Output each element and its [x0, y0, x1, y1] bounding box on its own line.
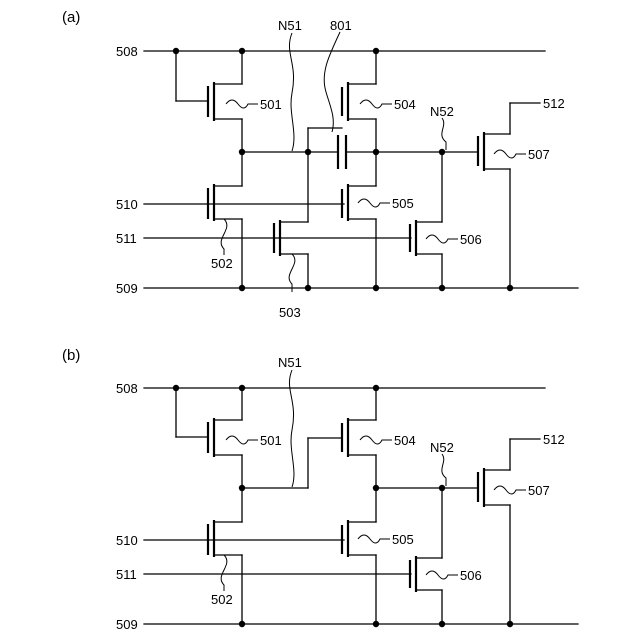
- leader-lines: [221, 370, 526, 591]
- label-511: 511: [116, 231, 137, 246]
- transistor-505: [342, 488, 376, 624]
- label-508: 508: [116, 381, 138, 396]
- label-505: 505: [392, 532, 414, 547]
- transistor-506: [410, 488, 442, 624]
- transistor-505: [342, 152, 376, 288]
- label-n51: N51: [278, 18, 302, 33]
- panel-a: (a): [62, 9, 578, 320]
- transistor-501: [176, 388, 242, 488]
- label-512: 512: [543, 432, 565, 447]
- label-504: 504: [394, 97, 416, 112]
- label-n52: N52: [430, 440, 454, 455]
- label-510: 510: [116, 533, 138, 548]
- label-507: 507: [528, 483, 550, 498]
- label-504: 504: [394, 433, 416, 448]
- capacitor-801: [338, 135, 376, 169]
- label-509: 509: [116, 281, 138, 296]
- transistor-504: [308, 51, 376, 152]
- transistor-501: [176, 51, 242, 152]
- label-502: 502: [211, 256, 233, 271]
- label-505: 505: [392, 196, 414, 211]
- panel-a-label: (a): [62, 9, 80, 26]
- label-510: 510: [116, 197, 138, 212]
- label-506: 506: [460, 232, 482, 247]
- leader-lines: [221, 32, 526, 292]
- panel-b: (b): [62, 347, 578, 632]
- label-509: 509: [116, 617, 138, 632]
- label-512: 512: [543, 96, 565, 111]
- label-511: 511: [116, 567, 137, 582]
- label-n52: N52: [430, 104, 454, 119]
- label-801: 801: [330, 18, 352, 33]
- label-508: 508: [116, 44, 138, 59]
- label-502: 502: [211, 592, 233, 607]
- transistor-503: [274, 152, 308, 288]
- label-506: 506: [460, 568, 482, 583]
- label-501: 501: [260, 97, 282, 112]
- transistor-507: [478, 439, 540, 624]
- label-501: 501: [260, 433, 282, 448]
- panel-b-label: (b): [62, 347, 80, 364]
- label-503: 503: [279, 305, 301, 320]
- label-n51: N51: [278, 355, 302, 370]
- transistor-507: [478, 103, 540, 288]
- label-507: 507: [528, 147, 550, 162]
- transistor-506: [410, 152, 442, 288]
